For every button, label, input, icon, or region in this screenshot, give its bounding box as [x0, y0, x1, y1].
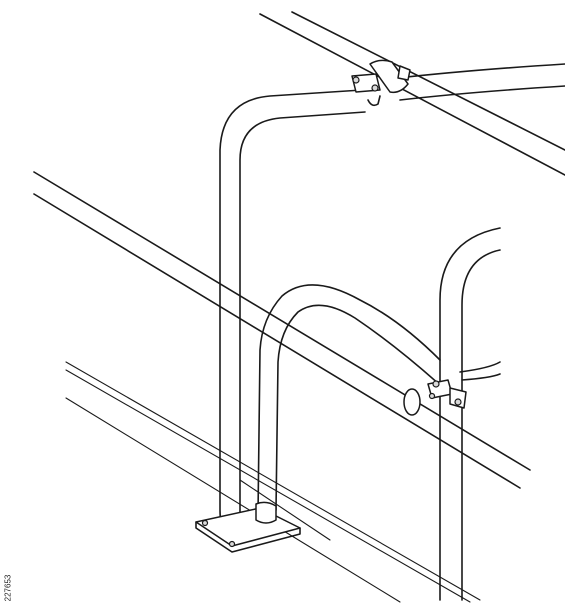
right-post	[439, 227, 501, 601]
upper-rear-rail	[259, 11, 565, 176]
top-clamp	[351, 59, 411, 107]
curved-support-tube	[257, 284, 441, 516]
front-handrail	[33, 171, 531, 489]
rear-bent-rail	[397, 63, 565, 101]
figure-id-label: 227653	[1, 570, 15, 606]
base-plate	[195, 501, 301, 553]
left-post	[219, 89, 366, 536]
front-clamp	[403, 379, 467, 416]
figure-id-text: 227653	[3, 574, 13, 602]
deck-edge-lines	[65, 361, 481, 603]
